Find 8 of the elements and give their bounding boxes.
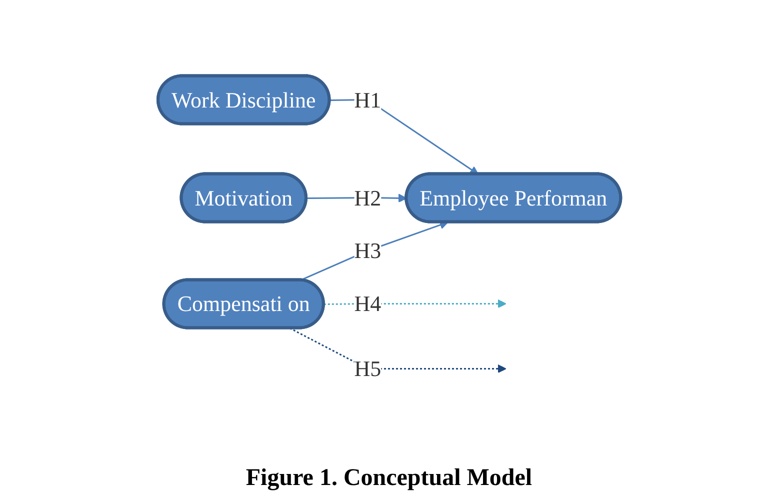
arrow [289,328,506,374]
figure-caption: Figure 1. Conceptual Model [246,465,532,492]
edge-label: H4 [354,291,381,316]
edge-label: H1 [354,87,381,112]
edge-label: H5 [354,356,381,382]
arrow [324,299,506,308]
edge-label: H2 [354,185,381,210]
edge-label: H3 [354,238,381,264]
